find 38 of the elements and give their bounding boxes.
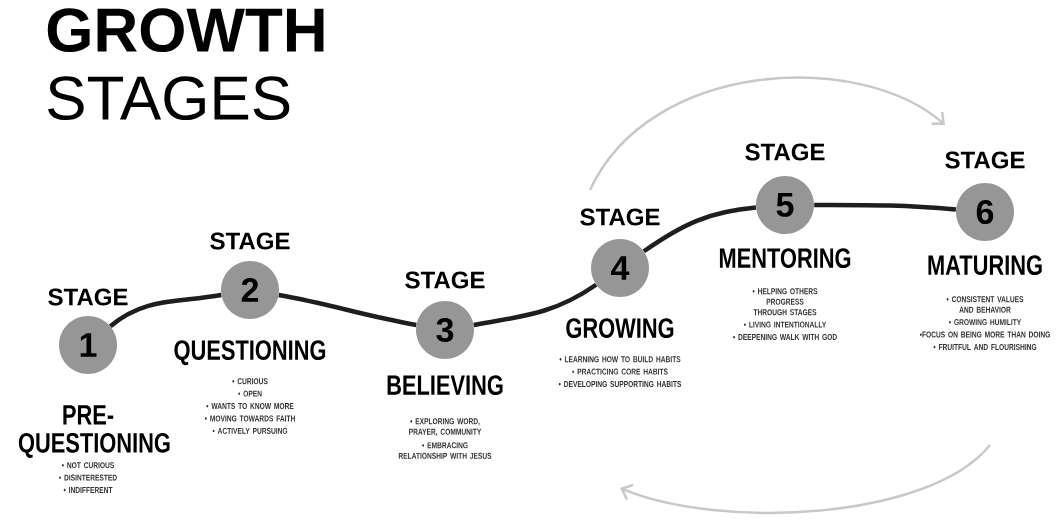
bullet-item: • HELPING OTHERS PROGRESS THROUGH STAGES <box>752 288 818 316</box>
stage-label: STAGE <box>48 288 128 306</box>
stage-name: BELIEVING <box>387 375 503 395</box>
connector-curve <box>278 292 417 328</box>
connector-curve <box>109 292 222 328</box>
title: GROWTH STAGES <box>47 8 324 121</box>
bullet-item: • LIVING INTENTIONALLY <box>743 321 827 328</box>
bullet-item: • CONSISTENT VALUES AND BEHAVIOR <box>946 296 1024 313</box>
stage-label: STAGE <box>945 151 1025 169</box>
bullet-item: •FOCUS ON BEING MORE THAN DOING <box>919 331 1050 338</box>
bullet-item: • NOT CURIOUS <box>61 462 115 469</box>
connector-curve <box>473 282 598 328</box>
stage-name: PRE-QUESTIONING <box>18 405 170 458</box>
stage-label: STAGE <box>745 143 825 161</box>
connector-curve <box>642 205 757 254</box>
stage-label: STAGE <box>580 208 660 226</box>
bullet-item: • PRACTICING CORE HABITS <box>572 368 668 375</box>
bullet-item: • DEEPENING WALK WITH GOD <box>733 334 837 341</box>
bullet-item: • ACTIVELY PURSUING <box>212 427 288 434</box>
bullet-item: • CURIOUS <box>232 378 268 385</box>
bullet-item: • EXPLORING WORD, PRAYER, COMMUNITY <box>409 418 482 436</box>
bullet-item: • DISINTERESTED <box>59 474 117 481</box>
bullet-item: • EMBRACING RELATIONSHIP WITH JESUS <box>398 442 492 459</box>
stage-name: MENTORING <box>719 248 851 268</box>
stage-name: MATURING <box>928 255 1042 275</box>
stage-label: STAGE <box>210 232 290 250</box>
bullet-item: • DEVELOPING SUPPORTING HABITS <box>558 381 682 388</box>
bullet-item: • GROWING HUMILITY <box>949 319 1022 326</box>
bullet-item: • FRUITFUL AND FLOURISHING <box>933 343 1037 350</box>
bullet-item: • OPEN <box>238 390 262 397</box>
connector-curve <box>814 202 957 212</box>
bullet-item: • LEARNING HOW TO BUILD HABITS <box>559 356 681 363</box>
bullet-item: • WANTS TO KNOW MORE <box>206 403 294 410</box>
stage-name: QUESTIONING <box>174 340 326 366</box>
bullet-item: • MOVING TOWARDS FAITH <box>204 415 295 422</box>
bullet-item: • INDIFFERENT <box>63 487 113 493</box>
stage-label: STAGE <box>405 271 485 289</box>
stage-name: GROWING <box>566 318 674 338</box>
